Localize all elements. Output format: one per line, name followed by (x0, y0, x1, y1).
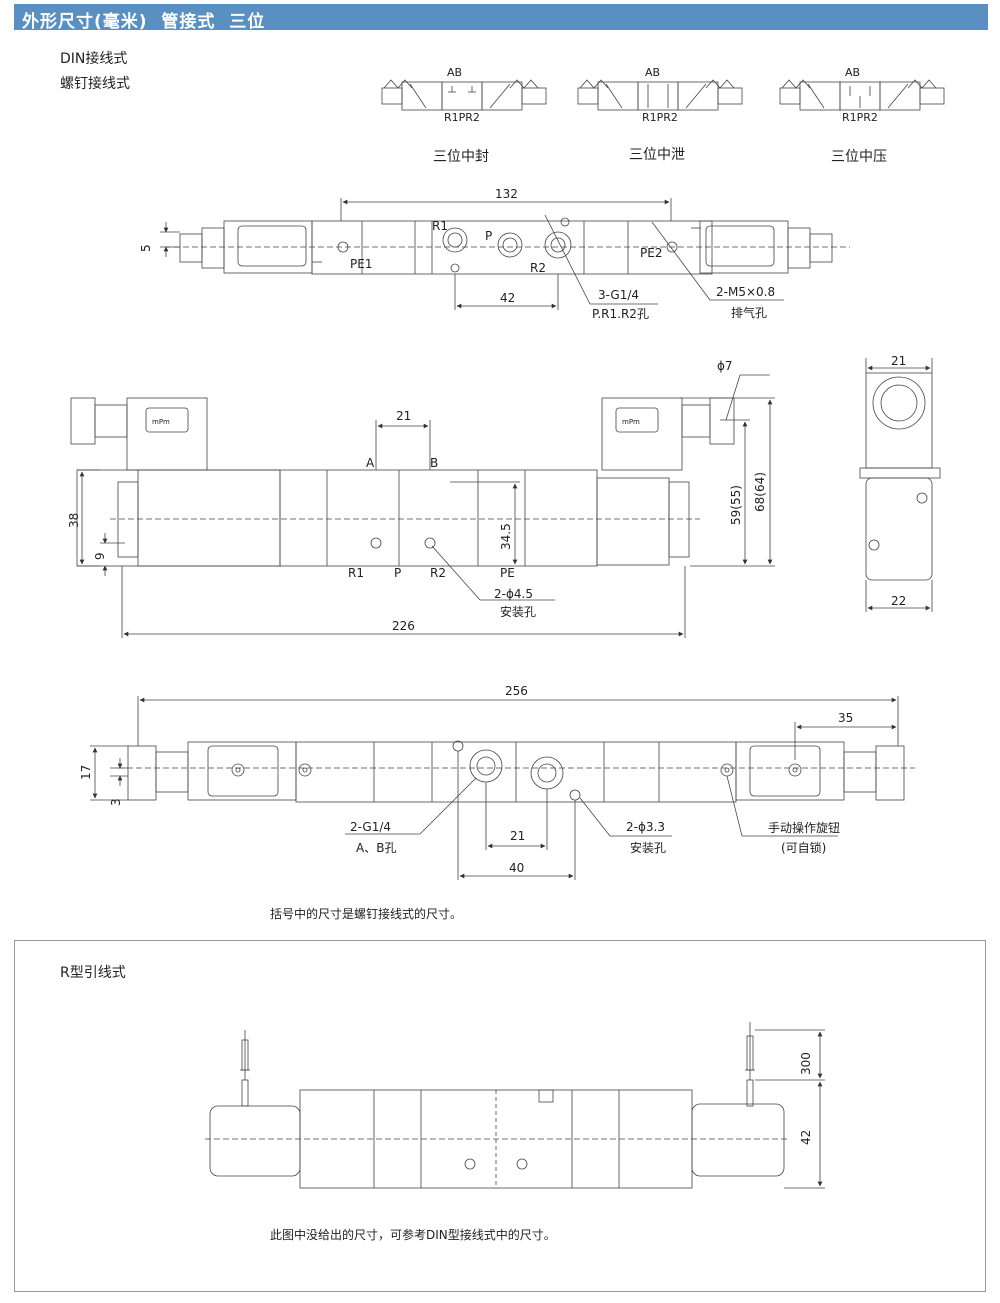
dim-38: 38 (67, 513, 81, 528)
dim-21-bottom: 21 (510, 829, 525, 843)
dim-42-top: 42 (500, 291, 515, 305)
dim-21-side: 21 (891, 354, 906, 368)
label-p-front: P (394, 566, 401, 580)
label-pe2: PE2 (640, 246, 662, 260)
note-mount-bottom: 安装孔 (630, 840, 666, 855)
front-view (70, 374, 775, 638)
dim-35: 35 (838, 711, 853, 725)
symbol3-bottom-ports: R1PR2 (842, 111, 878, 124)
symbol1-bottom-ports: R1PR2 (444, 111, 480, 124)
coil-mark-right: mPm (622, 418, 640, 426)
dim-9: 9 (93, 552, 107, 560)
dim-phi7: ϕ7 (717, 359, 733, 373)
note-mount-thread-bottom: 2-ϕ3.3 (626, 820, 665, 834)
dim-132: 132 (495, 187, 518, 201)
section1-title-screw: 螺钉接线式 (60, 76, 130, 92)
dim-3: 3 (109, 798, 123, 806)
note-exhaust-thread: 2-M5×0.8 (716, 285, 775, 299)
dim-40: 40 (509, 861, 524, 875)
note-manual-knob: 手动操作旋钮 (768, 820, 840, 835)
label-pe1: PE1 (350, 257, 372, 271)
note-ab: A、B孔 (356, 841, 396, 855)
symbol1-top-ports: AB (447, 66, 463, 79)
symbol3-caption: 三位中压 (831, 149, 887, 165)
valve-symbol-3 (779, 79, 945, 111)
side-view (859, 358, 941, 612)
note-mount-front: 安装孔 (500, 604, 536, 619)
footnote-rtype: 此图中没给出的尺寸，可参考DIN型接线式中的尺寸。 (270, 1228, 556, 1242)
symbol1-caption: 三位中封 (433, 149, 489, 165)
dim-42-rtype: 42 (799, 1130, 813, 1145)
symbol2-bottom-ports: R1PR2 (642, 111, 678, 124)
note-self-lock: (可自锁) (781, 840, 826, 855)
section1-title-din: DIN接线式 (60, 51, 128, 67)
note-port-thread: 3-G1/4 (598, 288, 639, 302)
dim-59-55: 59(55) (729, 485, 743, 525)
dim-17: 17 (79, 765, 93, 780)
dim-21-front: 21 (396, 409, 411, 423)
dim-256: 256 (505, 684, 528, 698)
r-type-view (205, 1022, 825, 1189)
dim-226: 226 (392, 619, 415, 633)
label-b: B (430, 456, 438, 470)
label-a: A (366, 456, 375, 470)
label-r1-top: R1 (432, 219, 448, 233)
label-r2-top: R2 (530, 261, 546, 275)
footnote-bracket-dims: 括号中的尺寸是螺钉接线式的尺寸。 (270, 907, 463, 921)
symbol2-top-ports: AB (645, 66, 661, 79)
note-port-names: P.R1.R2孔 (592, 307, 649, 321)
page-title: 外形尺寸(毫米) 管接式 三位 (22, 12, 266, 32)
section2-title: R型引线式 (60, 965, 126, 981)
dim-34-5: 34.5 (499, 523, 513, 550)
header-bar: 外形尺寸(毫米) 管接式 三位 (14, 4, 988, 32)
dim-68-64: 68(64) (753, 472, 767, 512)
coil-mark-left: mPm (152, 418, 170, 426)
symbol3-top-ports: AB (845, 66, 861, 79)
valve-symbol-2 (577, 79, 743, 111)
r-type-section (14, 940, 986, 1292)
label-r1-front: R1 (348, 566, 364, 580)
symbol2-caption: 三位中泄 (629, 147, 685, 163)
note-exhaust: 排气孔 (731, 305, 767, 320)
dim-5: 5 (139, 244, 153, 252)
dim-300: 300 (799, 1052, 813, 1075)
bottom-view (90, 696, 915, 880)
label-p-top: P (485, 229, 492, 243)
top-view (160, 198, 850, 310)
label-r2-front: R2 (430, 566, 446, 580)
note-mount-thread-front: 2-ϕ4.5 (494, 587, 533, 601)
label-pe: PE (500, 566, 515, 580)
note-ab-thread: 2-G1/4 (350, 820, 391, 834)
valve-symbol-1 (381, 79, 547, 111)
dim-22-side: 22 (891, 594, 906, 608)
